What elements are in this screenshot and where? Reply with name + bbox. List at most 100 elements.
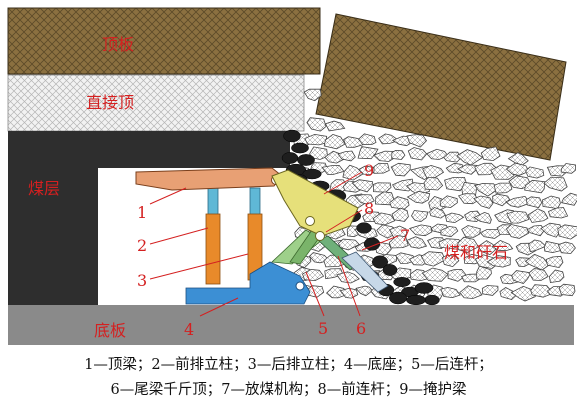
coal-lump [424,294,440,306]
rock-fragment [408,224,433,237]
rock-fragment [407,147,428,161]
shield-beam [271,169,359,237]
coal-lump [371,255,389,269]
coal-lump [406,294,426,306]
rock-fragment [558,283,576,297]
rock-fragment [372,182,392,193]
rock-fragment [420,251,446,267]
rock-fragment [343,136,366,148]
rock-fragment [357,133,377,146]
rock-fragment [406,236,428,249]
rock-fragment [524,179,546,194]
rock-fragment [545,255,564,269]
rock-fragment [486,255,511,268]
rock-fragment [457,193,479,205]
callout-8: 8 [364,199,374,218]
rock-fragment [303,88,322,102]
rock-fragment [390,162,411,177]
rock-fragment [526,224,546,237]
rock-fragment [540,222,562,238]
rock-fragment [447,268,467,282]
coal-lump [283,129,301,143]
rock-fragment [543,176,568,192]
rear-leg [247,187,263,281]
rock-fragment [391,207,409,222]
rock-fragment [389,196,410,210]
rock-fragment [304,133,328,146]
immediate-roof-layer [7,74,305,132]
rock-fragment [457,236,480,253]
rock-fragment [491,239,514,252]
callout-leaders [149,171,399,317]
coal-lump [382,264,398,276]
rock-fragment [339,287,359,299]
rock-fragment [444,212,465,224]
callout-6: 6 [356,319,366,338]
rock-fragment [560,163,577,174]
rock-fragment [548,269,565,284]
rock-fragment [506,210,530,224]
rock-fragment [325,120,346,132]
rock-fragment [492,193,511,207]
rock-fragment [438,238,464,249]
coal-seam [8,131,290,305]
rock-fragment [444,176,467,192]
rock-fragment [499,287,518,300]
rock-fragment [441,254,460,268]
rock-fragment [561,192,577,206]
rock-fragment [426,148,449,160]
shield-pin-upper [305,216,315,226]
rock-fragment [505,162,530,176]
rock-fragment [443,151,461,163]
roof-layer [7,7,321,75]
rock-fragment [527,208,549,223]
rock-fragment [323,133,346,150]
rock-fragment [525,196,543,209]
rock-fragment [423,176,444,191]
rock-fragment [548,207,569,219]
rock-fragment [459,285,483,299]
rock-fragment [406,190,431,204]
rock-fragment [481,285,499,296]
canopy [135,167,283,191]
shield-pin-lower [315,231,325,241]
rock-fragment [309,146,328,160]
callout-3: 3 [137,271,147,290]
immediate-roof-label: 直接顶 [86,93,134,112]
callout-7: 7 [400,226,410,245]
callout-1: 1 [137,203,147,222]
rock-fragment [505,195,532,208]
rock-fragment [445,162,465,174]
gangue-label: 煤和矸石 [444,243,508,262]
floor-label: 底板 [94,321,126,340]
rock-fragment [355,285,373,297]
rock-fragment [479,229,501,239]
rock-fragment [337,238,360,251]
rock-fragment [422,164,445,180]
rock-fragment [476,265,492,280]
support-diagram: 顶板 直接顶 煤层 底板 煤和矸石 1 2 3 4 5 6 7 8 9 [7,7,577,345]
coal-lump [297,154,315,166]
callout-9: 9 [364,161,374,180]
coal-lump [281,152,299,164]
rock-fragment [461,225,481,238]
rock-fragment [342,164,364,181]
front-leg [205,187,221,285]
rock-fragment [528,267,549,281]
rock-fragment [530,284,554,298]
rock-fragment [499,273,519,285]
rock-fragment [373,162,390,174]
rock-fragment [440,226,459,238]
rock-fragment [324,268,344,280]
rock-fragment [524,253,550,271]
rock-fragment [353,194,375,205]
coal-seam-label: 煤层 [28,179,60,198]
rock-fragment [357,146,379,160]
rock-fragment [411,210,429,223]
rock-fragment [406,134,428,148]
rock-fragment [456,164,478,175]
rock-fragment [391,149,406,160]
floor-layer [8,305,574,345]
rock-fragment [306,117,327,132]
coal-lump [356,222,372,234]
